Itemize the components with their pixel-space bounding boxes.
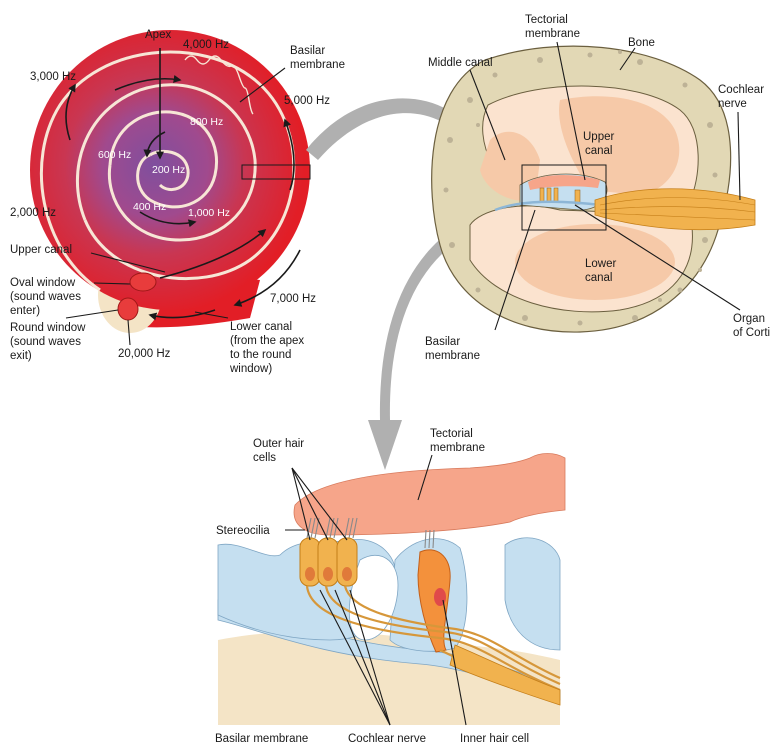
- cochlea-spiral: 200 Hz 400 Hz 600 Hz 800 Hz 1,000 Hz 2,0…: [10, 29, 345, 375]
- detail-basilar-label: Basilar membrane: [215, 733, 308, 745]
- cs-lower-canal-label-1: Lower: [585, 258, 616, 270]
- cs-upper-canal-label-1: Upper: [583, 131, 614, 143]
- cs-tectorial-label-1: Tectorial: [525, 14, 568, 26]
- freq-7000: 7,000 Hz: [270, 293, 316, 305]
- cs-basilar-label-1: Basilar: [425, 336, 460, 348]
- detail-cochlear-nerve-label: Cochlear nerve: [348, 733, 426, 745]
- freq-400: 400 Hz: [133, 201, 166, 213]
- cs-cochlear-nerve-label-2: nerve: [718, 98, 747, 110]
- freq-3000: 3,000 Hz: [30, 71, 76, 83]
- freq-2000: 2,000 Hz: [10, 207, 56, 219]
- oval-window-label-2: (sound waves: [10, 291, 81, 303]
- inner-hair-nucleus: [434, 588, 446, 606]
- lower-canal-label-3: to the round: [230, 349, 291, 361]
- cs-tectorial-label-2: membrane: [525, 28, 580, 40]
- detail-tectorial-label-1: Tectorial: [430, 428, 473, 440]
- cs-basilar-label-2: membrane: [425, 350, 480, 362]
- oval-window: [130, 273, 156, 291]
- cs-organ-label-2: of Corti: [733, 327, 770, 339]
- freq-5000: 5,000 Hz: [284, 95, 330, 107]
- freq-600: 600 Hz: [98, 149, 131, 161]
- round-window-label-1: Round window: [10, 322, 86, 334]
- apex-label: Apex: [145, 29, 171, 41]
- lower-canal-label-1: Lower canal: [230, 321, 292, 333]
- lower-canal-label-2: (from the apex: [230, 335, 304, 347]
- outer-hair-label-2: cells: [253, 452, 276, 464]
- cross-section: Tectorial membrane Bone Middle canal Coc…: [425, 14, 770, 362]
- cs-cochlear-nerve-label-1: Cochlear: [718, 84, 764, 96]
- freq-800: 800 Hz: [190, 116, 223, 128]
- inner-hair-label: Inner hair cell: [460, 733, 529, 745]
- right-support: [505, 538, 560, 650]
- oval-window-label-3: enter): [10, 305, 40, 317]
- freq-200: 200 Hz: [152, 164, 185, 176]
- freq-20000: 20,000 Hz: [118, 348, 171, 360]
- round-window-label-3: exit): [10, 350, 32, 362]
- cs-upper-canal-label-2: canal: [585, 145, 613, 157]
- cs-lower-canal-label-2: canal: [585, 272, 613, 284]
- basilar-label-1: Basilar: [290, 45, 325, 57]
- round-window: [118, 298, 138, 320]
- freq-1000: 1,000 Hz: [188, 207, 230, 219]
- cs-middle-canal-label: Middle canal: [428, 57, 493, 69]
- oval-window-label-1: Oval window: [10, 277, 76, 289]
- round-window-label-2: (sound waves: [10, 336, 81, 348]
- detail-tectorial-label-2: membrane: [430, 442, 485, 454]
- cs-bone-label: Bone: [628, 37, 655, 49]
- outer-hair-nuclei: [305, 567, 352, 581]
- lower-canal-label-4: window): [229, 363, 272, 375]
- detail-tectorial: [294, 454, 565, 536]
- basilar-label-2: membrane: [290, 59, 345, 71]
- cs-organ-label-1: Organ: [733, 313, 765, 325]
- freq-4000: 4,000 Hz: [183, 39, 229, 51]
- stereocilia-label: Stereocilia: [216, 525, 270, 537]
- outer-hair-label-1: Outer hair: [253, 438, 304, 450]
- upper-canal-label: Upper canal: [10, 244, 72, 256]
- organ-detail: Outer hair cells Tectorial membrane Ster…: [215, 428, 565, 745]
